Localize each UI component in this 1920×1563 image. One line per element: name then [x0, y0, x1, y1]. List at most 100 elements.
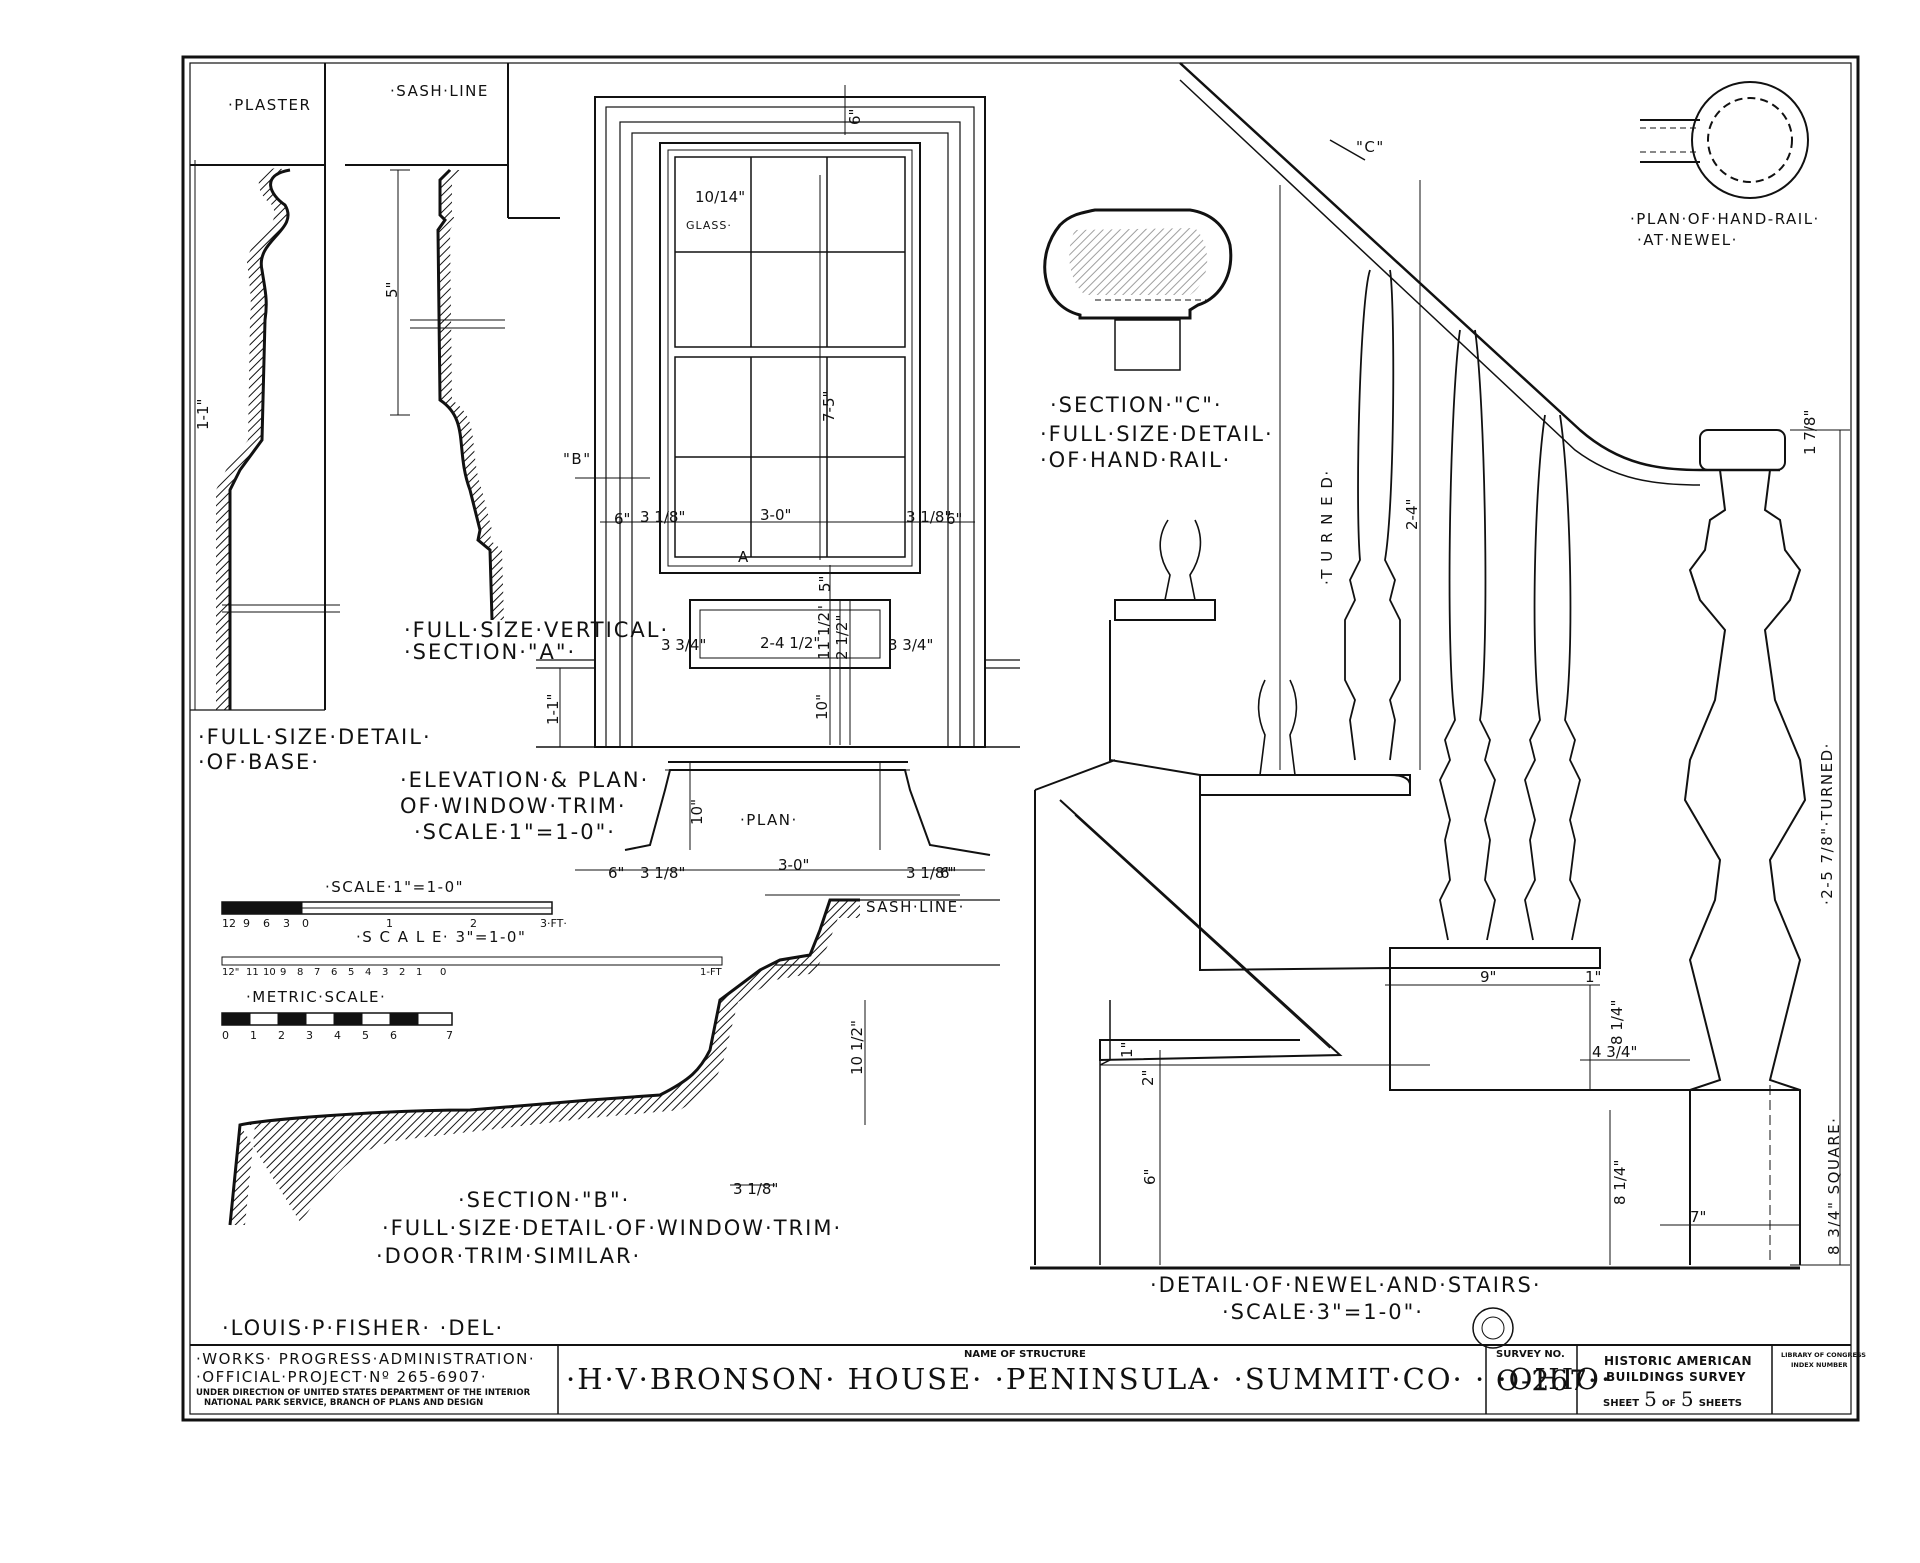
metric-tick-label: 1 — [250, 1029, 257, 1042]
window-plan — [575, 761, 991, 896]
scale2-tick-label: 7 — [314, 967, 321, 978]
scale2-tick-label: 1-FT — [700, 967, 722, 978]
base-title-line2: ·OF·BASE· — [198, 750, 321, 774]
habs-line1: HISTORIC AMERICAN — [1604, 1354, 1752, 1368]
dim-8-1-4-b: 8 1/4" — [1611, 1159, 1629, 1205]
sheet-number: 5 — [1644, 1387, 1657, 1411]
plan-label: ·PLAN· — [740, 811, 798, 829]
panel-dim-2: 2 1/2" — [833, 614, 851, 660]
survey-no-header: SURVEY NO. — [1496, 1349, 1565, 1360]
dim-4-3-4: 4 3/4" — [1592, 1043, 1638, 1061]
scale2-tick-label: 2 — [399, 967, 406, 978]
window-dim-left-3-1-8: 3 1/8" — [640, 508, 686, 526]
scale1-tick-label: 1 — [386, 917, 393, 930]
panel-dim-11: 11 1/2" — [815, 605, 833, 660]
of-word: OF — [1661, 1399, 1676, 1409]
scale2-tick-label: 4 — [365, 967, 372, 978]
scale1-label: ·SCALE·1"=1-0" — [325, 878, 465, 896]
scale1-tick-label: 12 — [222, 917, 236, 930]
turned-label: ·T U R N E D· — [1318, 469, 1336, 585]
section-a-profile — [345, 63, 560, 621]
metric-tick-label: 4 — [334, 1029, 341, 1042]
newel-title-line2: ·SCALE·3"=1-0"· — [1222, 1300, 1424, 1324]
elevation-title-line3: ·SCALE·1"=1-0"· — [414, 820, 616, 844]
scale2-tick-label: 1 — [416, 967, 423, 978]
survey-stamp — [1472, 1307, 1514, 1349]
window-dim-top: 6" — [846, 108, 864, 125]
plan-dim-left-6: 6" — [608, 864, 625, 882]
dim-7: 7" — [1690, 1208, 1707, 1226]
metric-scale-label: ·METRIC·SCALE· — [246, 988, 387, 1006]
panel-left-dim: 3 3/4" — [661, 636, 707, 654]
section-a-dim-5: 5" — [383, 281, 401, 298]
dim-9: 9" — [1480, 968, 1497, 986]
sheet-count: SHEET 5 OF 5 SHEETS — [1603, 1387, 1742, 1411]
section-b-marker: "B" — [563, 450, 592, 468]
base-profile — [190, 63, 340, 711]
newel-title-line1: ·DETAIL·OF·NEWEL·AND·STAIRS· — [1150, 1273, 1542, 1297]
panel-dim-5: 5" — [816, 575, 834, 592]
window-elevation — [536, 85, 1020, 748]
section-b-title-line3: ·DOOR·TRIM·SIMILAR· — [376, 1244, 642, 1268]
window-dim-1-1: 1-1" — [544, 693, 562, 725]
section-c-title-line2: ·FULL·SIZE·DETAIL· — [1040, 422, 1274, 446]
scale2-tick-label: 11 — [246, 967, 259, 978]
section-c-marker: "C" — [1356, 138, 1385, 156]
delineator: ·LOUIS·P·FISHER· ·DEL· — [222, 1316, 505, 1340]
handrail-plan-title-line2: ·AT·NEWEL· — [1637, 231, 1738, 249]
section-c-profile — [1043, 139, 1366, 371]
wpa-line2: ·OFFICIAL·PROJECT·Nº 265-6907· — [196, 1368, 488, 1386]
scale2-tick-label: 12" — [222, 967, 240, 978]
wpa-line3: UNDER DIRECTION OF UNITED STATES DEPARTM… — [196, 1388, 531, 1398]
scale2-tick-label: 8 — [297, 967, 304, 978]
dim-2: 2" — [1139, 1069, 1157, 1086]
scale1-tick-label: 0 — [302, 917, 309, 930]
metric-tick-label: 0 — [222, 1029, 229, 1042]
plan-dim-left-3-1-8: 3 1/8" — [640, 864, 686, 882]
plaster-label: ·PLASTER — [228, 96, 312, 114]
sheet-border — [181, 55, 1860, 1422]
section-c-title-line3: ·OF·HAND·RAIL· — [1040, 448, 1232, 472]
window-dim-height: 7-5" — [820, 390, 838, 422]
handrail-plan-title-line1: ·PLAN·OF·HAND-RAIL· — [1630, 210, 1820, 228]
window-dim-right-6: 6" — [946, 510, 963, 528]
metric-tick-label: 6 — [390, 1029, 397, 1042]
sash-line-label-b: SASH·LINE· — [866, 898, 965, 916]
base-height-dim: 1-1" — [194, 398, 212, 430]
section-c-title-line1: ·SECTION·"C"· — [1050, 393, 1223, 417]
section-a-title-line1: ·FULL·SIZE·VERTICAL· — [404, 618, 670, 642]
section-a-marker: A — [738, 548, 750, 566]
dim-1: 1" — [1585, 968, 1602, 986]
plan-dim-right-6: 6" — [940, 864, 957, 882]
name-of-structure-header: NAME OF STRUCTURE — [964, 1349, 1086, 1360]
survey-number: O-267· — [1496, 1364, 1598, 1397]
square-label: 8 3/4" SQUARE· — [1825, 1116, 1843, 1255]
newel-height-dim: ·2-5 7/8"·TURNED· — [1818, 742, 1836, 905]
scale2-tick-label: 0 — [440, 967, 447, 978]
metric-tick-label: 5 — [362, 1029, 369, 1042]
scale1-tick-label: 3·FT· — [540, 917, 567, 930]
sheet-word: SHEET — [1603, 1398, 1640, 1409]
window-dim-right-3-1-8: 3 1/8" — [906, 508, 952, 526]
dim-8-1-4-a: 8 1/4" — [1608, 999, 1626, 1045]
habs-line2: BUILDINGS SURVEY — [1606, 1370, 1746, 1384]
wpa-line1: ·WORKS· PROGRESS·ADMINISTRATION· — [196, 1350, 536, 1368]
window-dim-10: 10" — [813, 694, 831, 720]
base-title-line1: ·FULL·SIZE·DETAIL· — [198, 725, 432, 749]
section-b-dim-10-1-2: 10 1/2" — [848, 1020, 866, 1075]
scale1-tick-label: 2 — [470, 917, 477, 930]
scale2-tick-label: 3 — [382, 967, 389, 978]
wpa-line4: NATIONAL PARK SERVICE, BRANCH OF PLANS A… — [204, 1398, 484, 1408]
section-b-title-line1: ·SECTION·"B"· — [458, 1188, 631, 1212]
dim-1-7-8: 1 7/8" — [1801, 409, 1819, 455]
scale2-tick-label: 6 — [331, 967, 338, 978]
glass-label: GLASS· — [686, 219, 732, 232]
scale1-tick-label: 9 — [243, 917, 250, 930]
metric-tick-label: 2 — [278, 1029, 285, 1042]
structure-name: ·H·V·BRONSON· HOUSE· ·PENINSULA· ·SUMMIT… — [566, 1362, 1613, 1396]
dim-2-4: 2-4" — [1403, 498, 1421, 530]
window-dim-left-6: 6" — [614, 510, 631, 528]
elevation-title-line2: OF·WINDOW·TRIM· — [400, 794, 627, 818]
panel-width-dim: 2-4 1/2" — [760, 634, 821, 652]
